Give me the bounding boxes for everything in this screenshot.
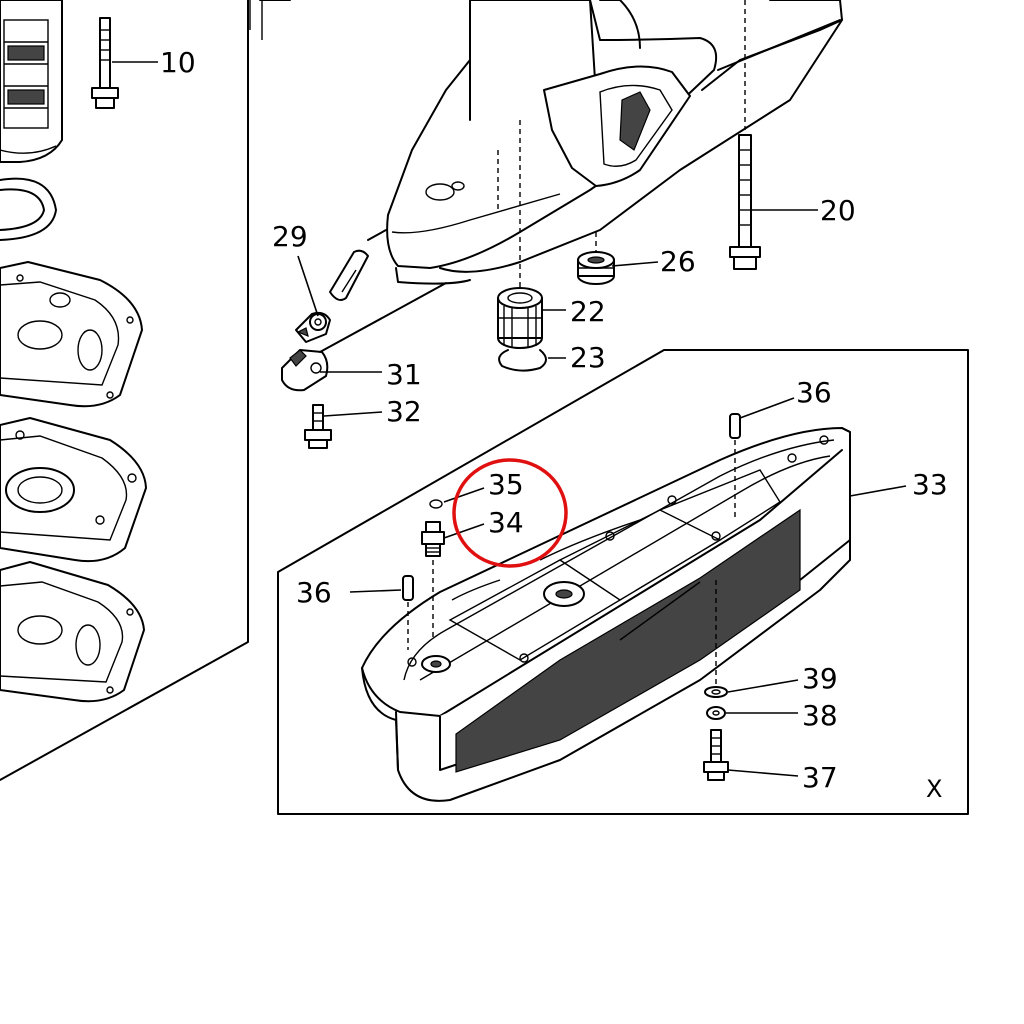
highlight-circle xyxy=(452,458,568,568)
oring-35 xyxy=(429,499,443,509)
callout-33: 33 xyxy=(912,468,948,501)
plate-33 xyxy=(361,427,851,802)
callout-36-right: 36 xyxy=(796,376,832,409)
washer-39 xyxy=(704,580,728,698)
clip-29 xyxy=(295,311,331,343)
leader-lines xyxy=(112,61,907,777)
callout-23: 23 xyxy=(570,341,606,374)
callout-35: 35 xyxy=(488,468,524,501)
callout-22: 22 xyxy=(570,295,606,328)
callout-labels: 10 20 29 26 22 23 31 32 36 33 35 34 36 3… xyxy=(160,46,948,803)
bolt-32 xyxy=(304,404,332,449)
callout-37: 37 xyxy=(802,761,838,794)
inset-frame xyxy=(277,349,969,815)
dowel-36-right xyxy=(729,413,741,520)
dowel-36-left xyxy=(402,575,414,650)
inset-marker: X xyxy=(926,775,942,803)
upper-housing xyxy=(249,0,843,288)
callout-31: 31 xyxy=(386,358,422,391)
callout-26: 26 xyxy=(660,245,696,278)
callout-39: 39 xyxy=(802,662,838,695)
bushing-22 xyxy=(497,287,543,349)
circlip-23 xyxy=(498,349,547,372)
left-panel-frame xyxy=(0,0,249,781)
pin-29 xyxy=(329,229,387,301)
bolt-20 xyxy=(729,0,761,270)
callout-32: 32 xyxy=(386,395,422,428)
callout-38: 38 xyxy=(802,699,838,732)
grommet-26 xyxy=(577,251,615,285)
bolt-37 xyxy=(703,729,729,781)
callout-20: 20 xyxy=(820,194,856,227)
callout-29: 29 xyxy=(272,220,308,253)
callout-36-left: 36 xyxy=(296,576,332,609)
callout-34: 34 xyxy=(488,506,524,539)
callout-10: 10 xyxy=(160,46,196,79)
washer-38 xyxy=(706,706,726,720)
left-panel-parts xyxy=(0,0,147,703)
bracket-31 xyxy=(281,282,447,392)
